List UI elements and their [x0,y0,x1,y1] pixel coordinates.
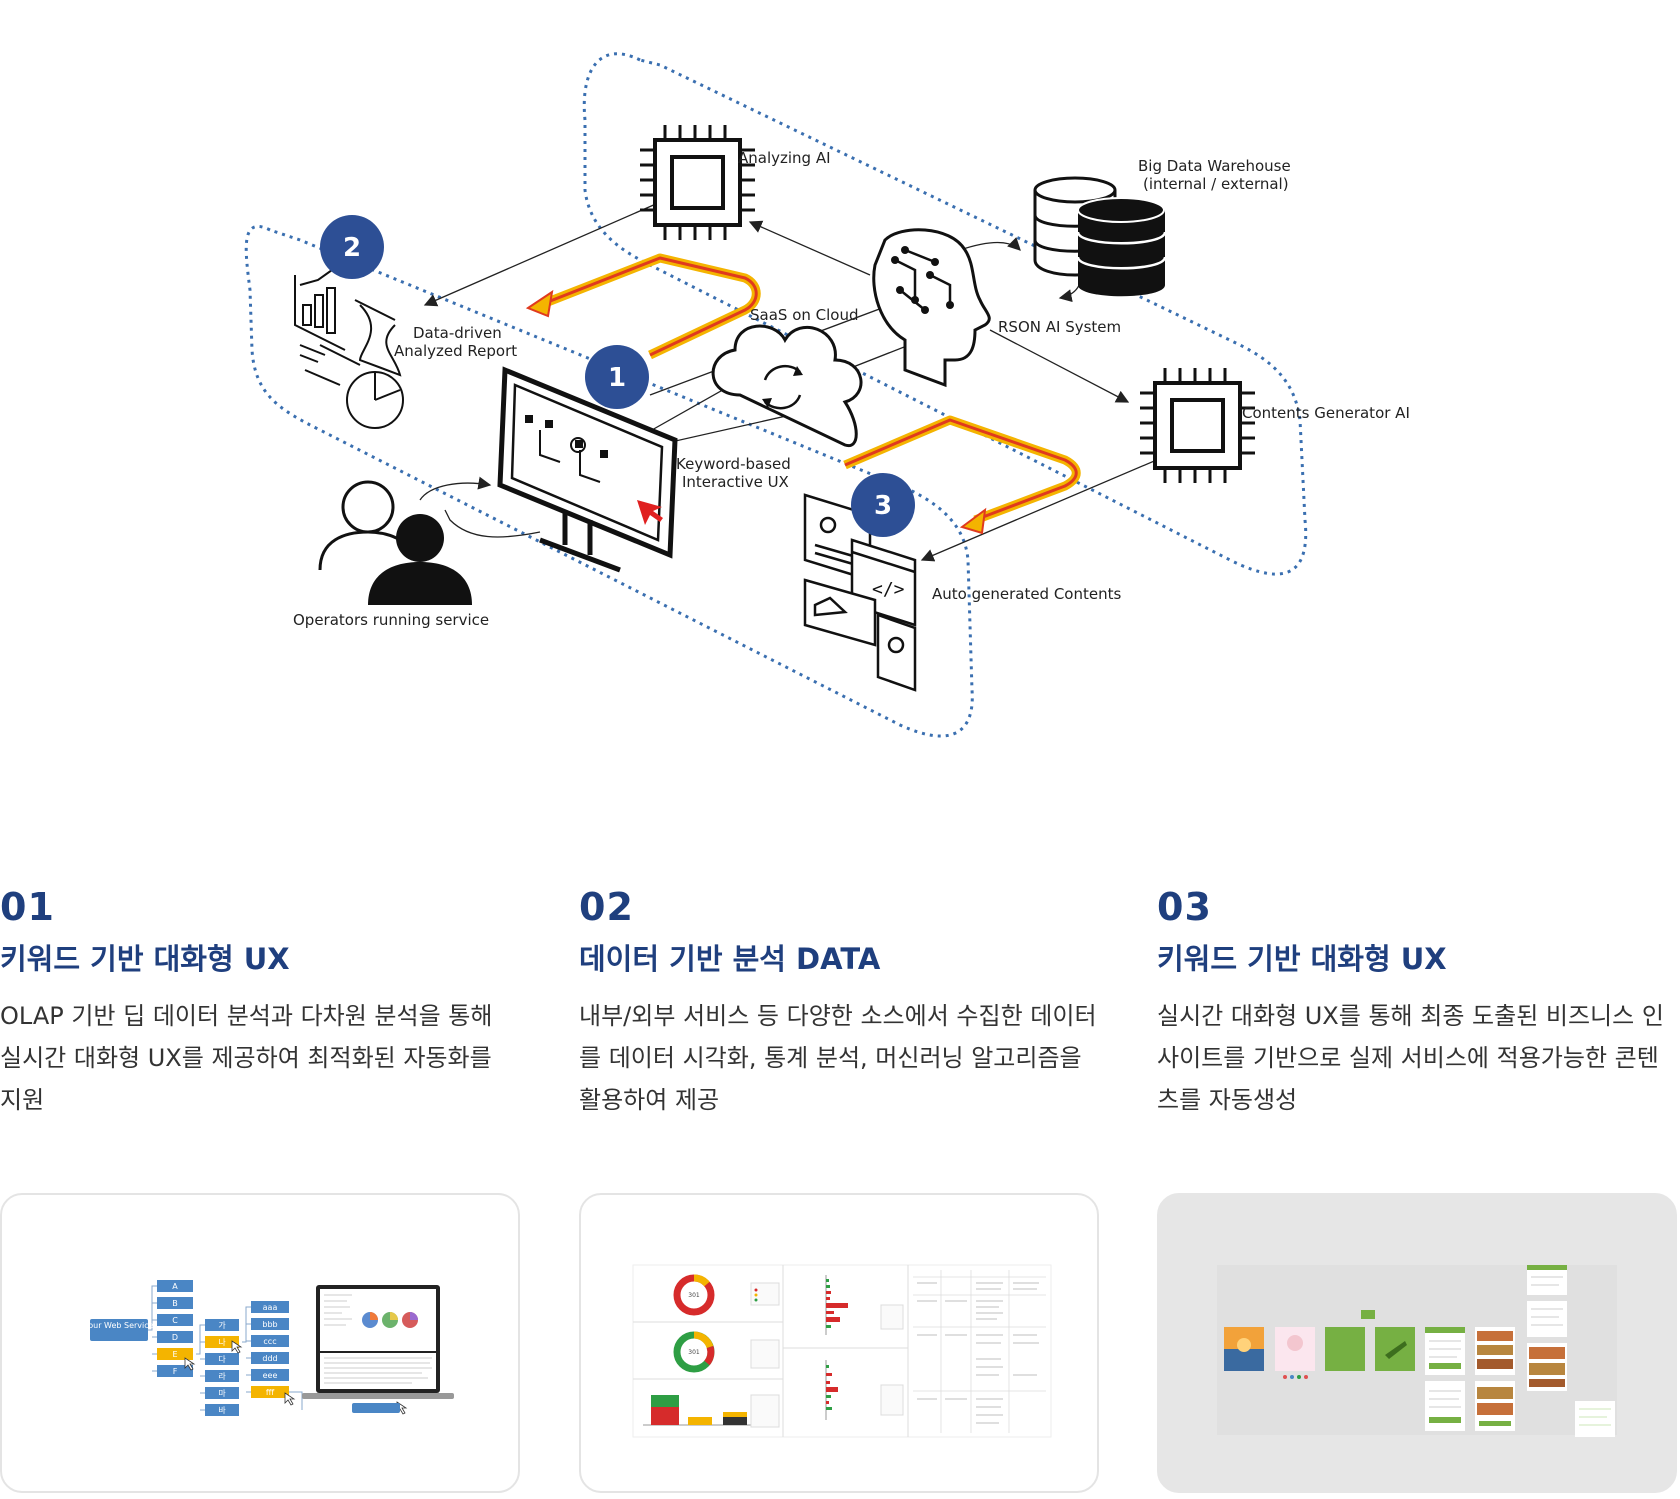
analytics-dashboard-illustration: 301 301 [632,1264,1052,1438]
label-saas: SaaS on Cloud [750,306,859,324]
svg-text:3: 3 [874,491,892,521]
chip-icon [1140,368,1255,483]
mockup-screen [1475,1381,1515,1431]
svg-text:bbb: bbb [262,1320,277,1329]
report-icon [294,269,404,429]
chip-icon [640,125,755,240]
mockup-screen [1325,1327,1365,1371]
feature-title: 데이터 기반 분석 DATA [579,942,881,976]
svg-text:eee: eee [263,1371,278,1380]
svg-text:라: 라 [218,1372,226,1381]
feature-number: 01 [0,885,55,929]
feature-column-2: 02 데이터 기반 분석 DATA 내부/외부 서비스 등 다양한 소스에서 수… [579,885,1099,1121]
stacked-bar-chart [643,1395,751,1426]
people-icon [318,480,472,605]
monitor-icon [497,366,678,573]
feature-description: 내부/외부 서비스 등 다양한 소스에서 수집한 데이터를 데이터 시각화, 통… [579,1002,1097,1114]
label-keyword-sub: Interactive UX [682,473,789,491]
svg-text:2: 2 [343,233,361,263]
svg-text:E: E [172,1350,177,1359]
mockup-screen [1475,1327,1515,1375]
svg-text:B: B [172,1299,178,1308]
svg-text:ddd: ddd [262,1354,277,1363]
step-badge-3: 3 [851,473,915,537]
svg-text:fff: fff [266,1388,275,1397]
cursor-icon [637,500,663,525]
label-report-sub: Analyzed Report [394,342,517,360]
feature-column-3: 03 키워드 기반 대화형 UX 실시간 대화형 UX를 통해 최종 도출된 비… [1157,885,1677,1121]
feature-number: 03 [1157,885,1212,929]
svg-text:301: 301 [688,1349,700,1356]
mockup-screen [1224,1327,1264,1371]
svg-text:aaa: aaa [263,1303,278,1312]
svg-text:1: 1 [608,363,626,393]
flow-arrow-3 [843,415,1081,535]
dashboard-laptop-mockup [302,1285,454,1413]
tree-column-a: A B C D E F [157,1280,193,1377]
tree-root-label: Your Web Service [83,1321,153,1330]
service-plane-border [244,225,974,738]
svg-text:F: F [173,1367,178,1376]
svg-text:</>: </> [872,579,905,600]
card-keyword-ux: Your Web Service A B C D E F 가 나 다 라 마 바… [0,1193,520,1493]
svg-text:D: D [172,1333,178,1342]
feature-description: 실시간 대화형 UX를 통해 최종 도출된 비즈니스 인사이트를 기반으로 실제… [1157,1002,1664,1114]
donut-chart: 301 [673,1274,715,1316]
label-report: Data-driven [413,324,502,342]
label-auto-contents: Auto generated Contents [932,585,1121,603]
mockup-screen [1425,1327,1465,1375]
mockup-screen [1375,1327,1415,1371]
label-keyword: Keyword-based [676,455,791,473]
mockup-screen [1425,1381,1465,1431]
keyword-tree-illustration: Your Web Service A B C D E F 가 나 다 라 마 바… [83,1280,454,1416]
label-big-data-sub: (internal / external) [1143,175,1289,193]
donut-chart: 301 [673,1331,715,1373]
flow-arrow-1 [525,253,761,360]
label-rson: RSON AI System [998,318,1121,336]
data-table [913,1270,1046,1433]
feature-title: 키워드 기반 대화형 UX [1157,942,1447,976]
feature-title: 키워드 기반 대화형 UX [0,942,290,976]
mockup-screen [1527,1265,1567,1295]
feature-column-1: 01 키워드 기반 대화형 UX OLAP 기반 딥 데이터 분석과 다차원 분… [0,885,520,1121]
card-data-analysis: 301 301 [579,1193,1099,1493]
svg-text:A: A [172,1282,178,1291]
cloud-icon [711,324,863,448]
svg-text:바: 바 [218,1405,226,1415]
mockup-screen [1527,1301,1567,1337]
svg-text:가: 가 [218,1321,226,1330]
step-badge-1: 1 [585,345,649,409]
step-badge-2: 2 [320,215,384,279]
label-operators: Operators running service [293,611,489,629]
tree-column-c: aaa bbb ccc ddd eee fff [251,1301,289,1398]
cloud-plane-border [582,52,1308,576]
label-analyzing-ai: Analyzing AI [738,149,831,167]
generated-contents-illustration [1217,1265,1617,1437]
svg-text:나: 나 [218,1338,226,1347]
svg-text:다: 다 [218,1355,226,1364]
mockup-screen [1275,1327,1315,1379]
architecture-diagram: </> Analyzing AI Big Data Warehouse (int… [244,52,1410,738]
database-icon [1033,176,1167,297]
svg-text:마: 마 [218,1389,226,1398]
svg-text:ccc: ccc [263,1337,276,1346]
label-big-data: Big Data Warehouse [1138,157,1291,175]
ai-head-icon [872,228,991,388]
feature-number: 02 [579,885,634,929]
mockup-screen [1575,1401,1615,1437]
tree-column-b: 가 나 다 라 마 바 [205,1319,239,1416]
svg-text:301: 301 [688,1292,700,1299]
label-contents-ai: Contents Generator AI [1242,404,1410,422]
horizontal-bar-chart [825,1275,848,1420]
feature-description: OLAP 기반 딥 데이터 분석과 다차원 분석을 통해 실시간 대화형 UX를… [0,1002,493,1114]
svg-text:C: C [172,1316,178,1325]
mockup-screen [1527,1343,1567,1391]
card-auto-contents [1157,1193,1677,1493]
